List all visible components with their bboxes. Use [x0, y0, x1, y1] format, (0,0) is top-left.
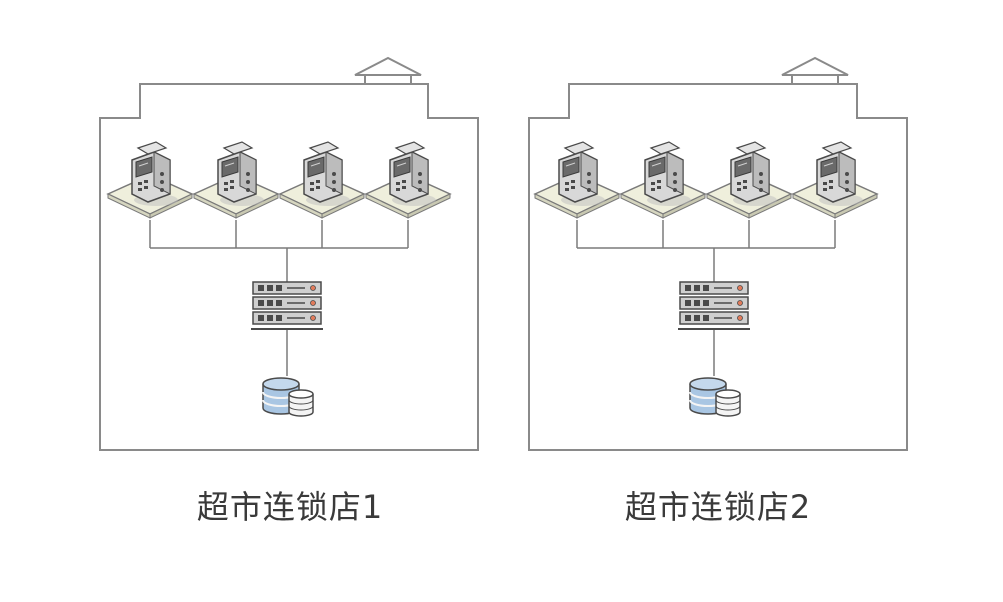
- store-2: [528, 56, 908, 451]
- store-2-label: 超市连锁店2: [624, 488, 812, 526]
- store-1: [99, 56, 479, 451]
- store-1-label: 超市连锁店1: [196, 488, 384, 526]
- building-outline: [99, 83, 479, 451]
- building-outline: [528, 83, 908, 451]
- server-rack-icon: [677, 281, 751, 330]
- roof-vent-icon: [354, 56, 422, 85]
- server-rack-icon: [250, 281, 324, 330]
- network-wires: [576, 220, 836, 376]
- network-wires: [149, 220, 409, 376]
- roof-vent-icon: [781, 56, 849, 85]
